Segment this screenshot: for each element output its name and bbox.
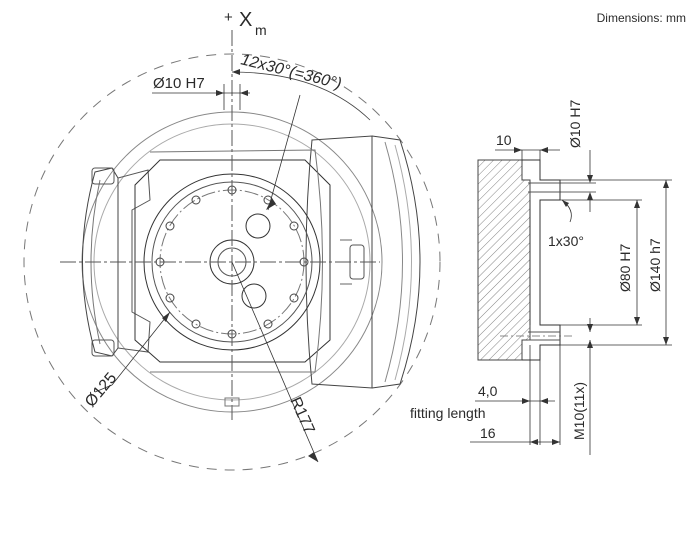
envelope-circle [23, 53, 441, 471]
pin-depth-label: 10 [496, 132, 512, 148]
section-dimensions [470, 147, 672, 455]
thread-label: M10(11x) [571, 382, 587, 440]
axis-label: X [239, 9, 252, 31]
bolt-hole [165, 293, 175, 303]
bolt-hole [191, 195, 201, 205]
front-pin-hole-label: Ø10 H7 [153, 75, 205, 92]
pin-hole-bottom [241, 283, 267, 309]
pitch-leader [111, 311, 171, 386]
bolt-hole [263, 319, 273, 329]
front-view [23, 30, 441, 471]
bolt-hole [191, 319, 201, 329]
chamfer-label: 1x30° [548, 233, 584, 249]
pin-hole-top [245, 213, 271, 239]
drive-housing [305, 135, 373, 389]
axis-plus: + [224, 9, 233, 26]
flange-body [134, 159, 331, 363]
section-hatch [477, 159, 531, 361]
bolt-hole [165, 221, 175, 231]
bolt-pattern-arc [231, 71, 371, 121]
left-clamp [82, 167, 119, 357]
section-view [477, 159, 575, 361]
pitch-circle-label: Ø125 [82, 370, 120, 411]
fit-depth-label: 4,0 [478, 383, 498, 399]
spigot-label: Ø80 H7 [617, 244, 633, 292]
section-outline [522, 159, 561, 361]
bolt-hole [289, 293, 299, 303]
thread-depth-label: 16 [480, 425, 496, 441]
flange-label: Ø140 h7 [647, 238, 663, 292]
axis-subscript: m [255, 22, 267, 38]
bolt-pattern-leader [267, 94, 301, 211]
section-pin-hole-label: Ø10 H7 [567, 100, 583, 148]
front-dimensions [94, 69, 371, 463]
bolt-pattern-label: 12x30°(=360°) [239, 51, 343, 92]
units-note: Dimensions: mm [597, 11, 686, 25]
bolt-hole [289, 221, 299, 231]
radius-leader [231, 261, 319, 463]
radius-label: R177 [286, 395, 317, 437]
fitting-length-label: fitting length [410, 405, 486, 421]
